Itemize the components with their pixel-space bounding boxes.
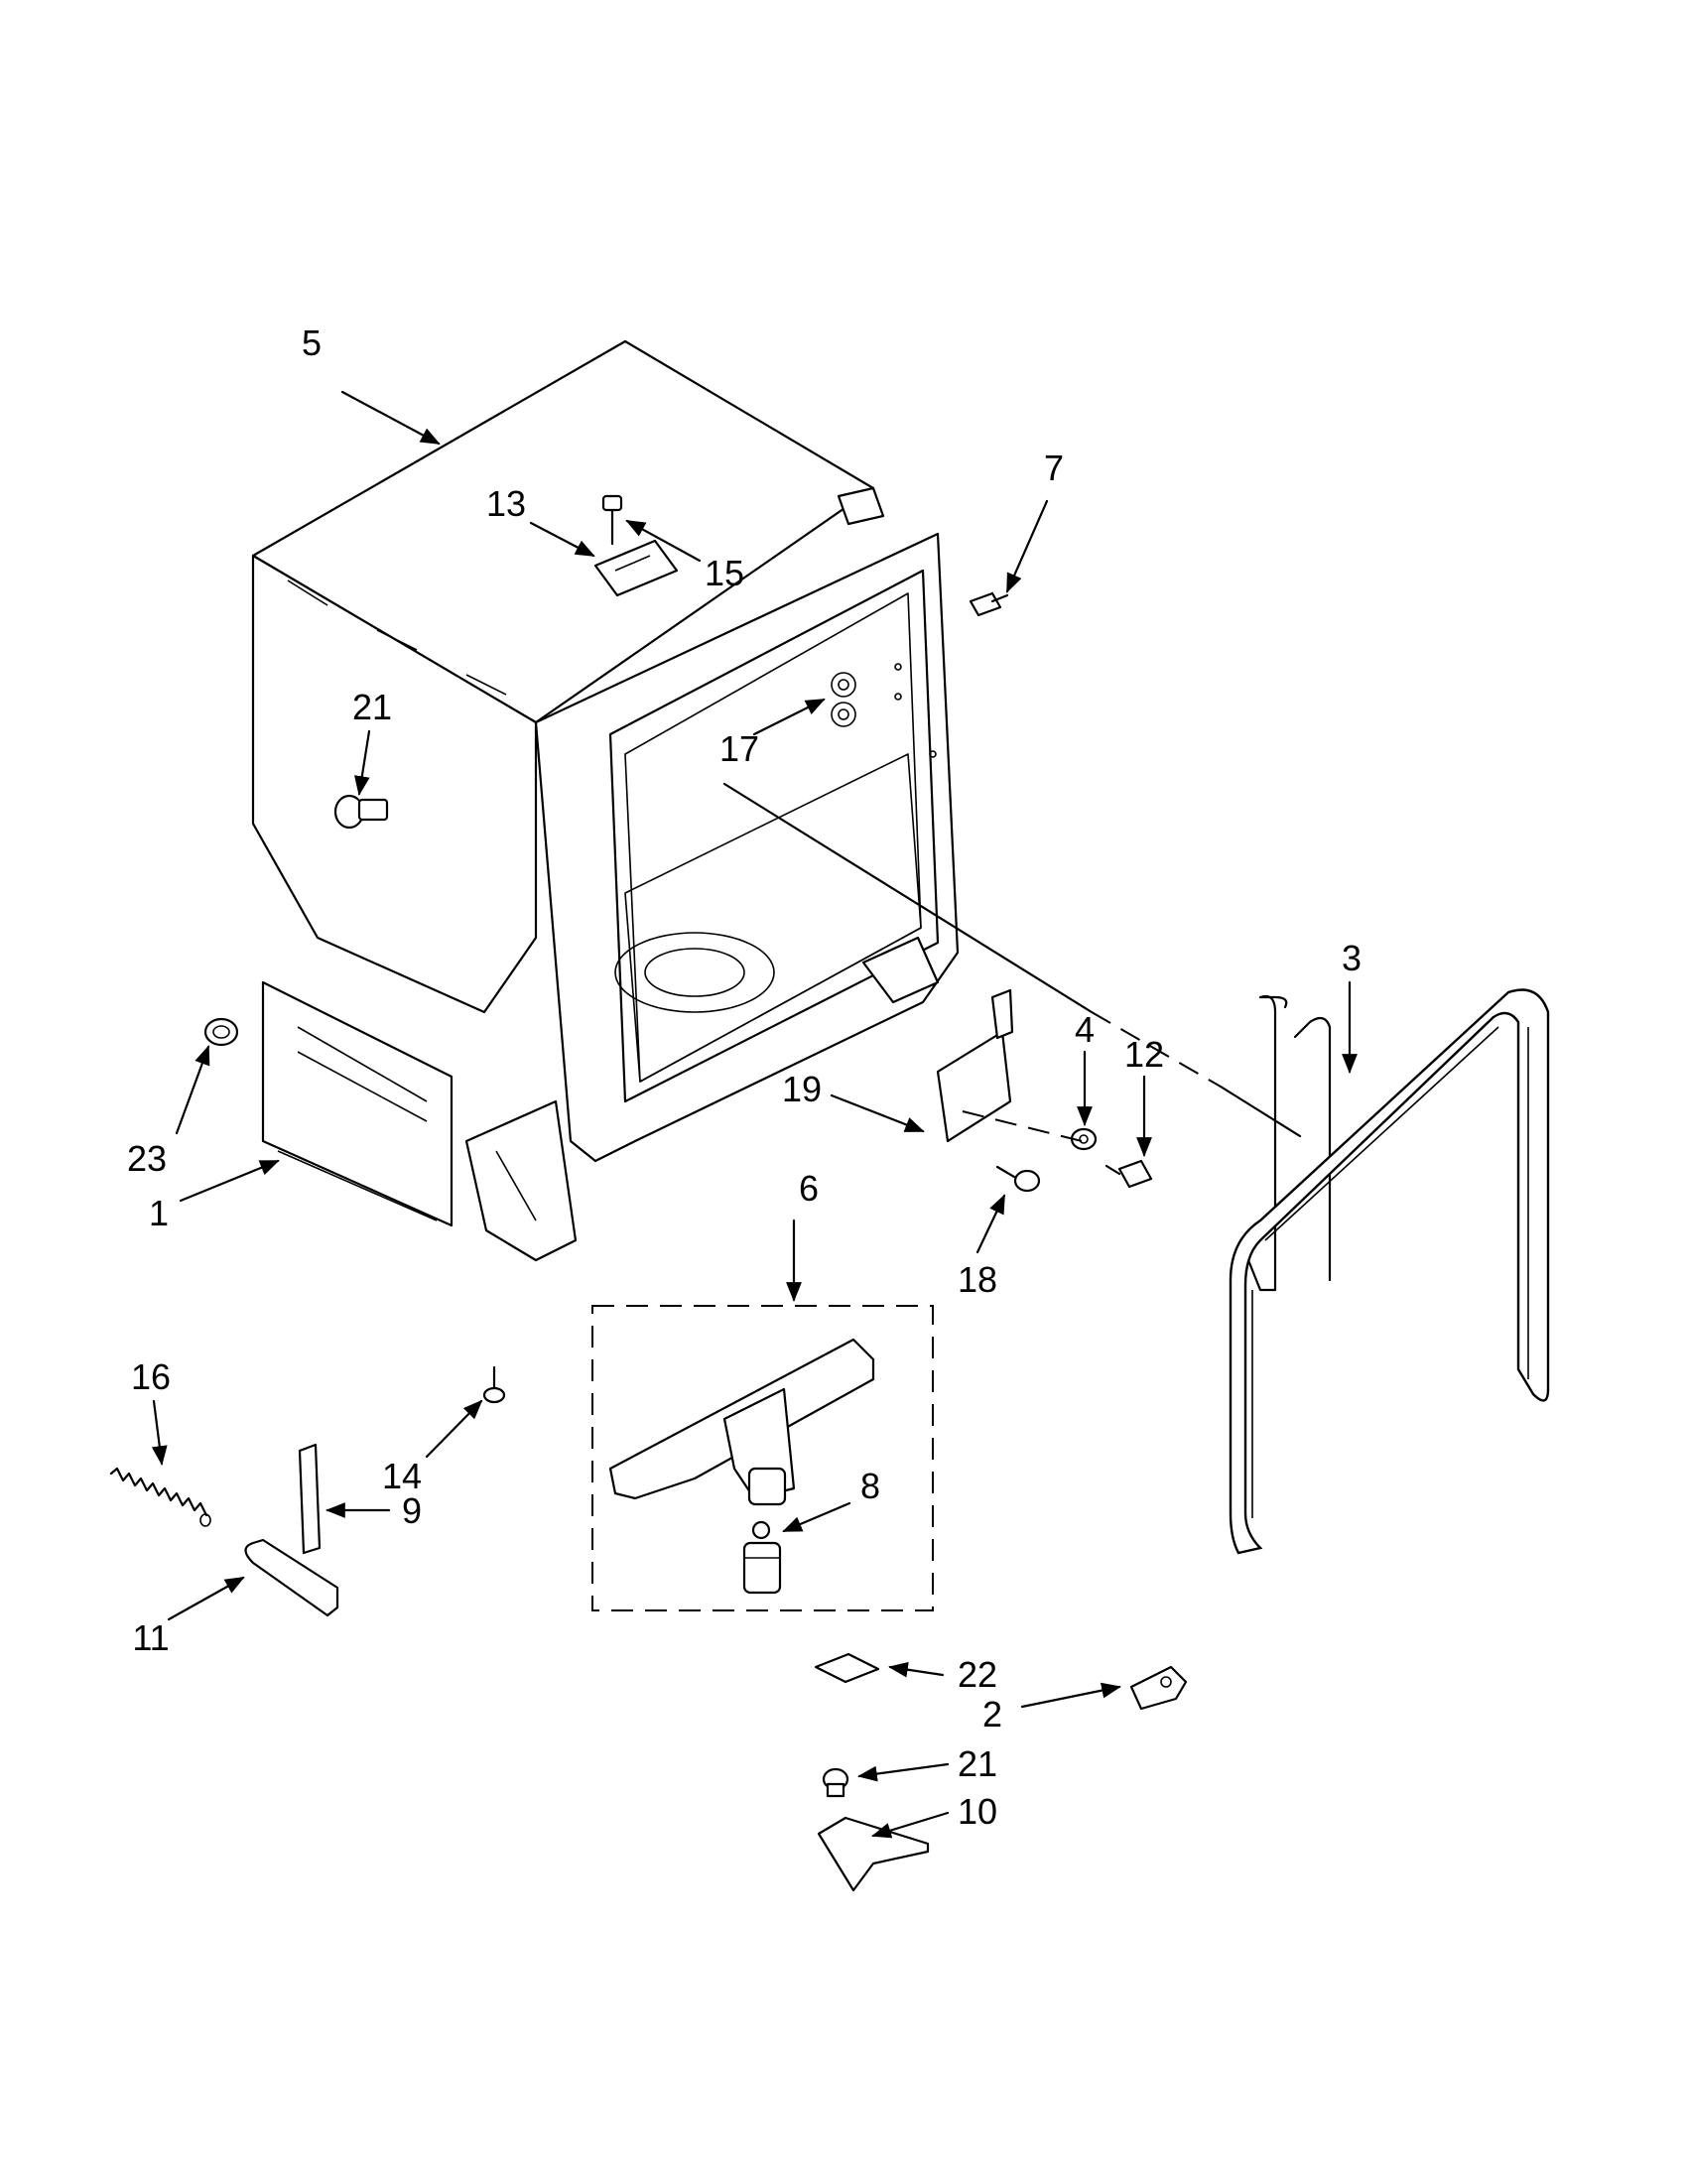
part-11-pad: [244, 1538, 339, 1617]
part-12-screw: [1104, 1159, 1153, 1189]
part-21-lower: [822, 1767, 849, 1798]
part-8-assembly: [742, 1520, 782, 1595]
label-part-3: 3: [1342, 938, 1362, 978]
spray-arm: [608, 1338, 875, 1506]
part-13-plate: [593, 539, 679, 597]
label-part-14: 14: [382, 1456, 422, 1496]
part-10-bracket: [817, 1816, 930, 1892]
label-part-13: 13: [486, 483, 526, 524]
label-part-11: 11: [132, 1617, 169, 1658]
part-18-screw: [995, 1165, 1041, 1193]
label-part-12: 12: [1124, 1034, 1164, 1075]
label-part-9: 9: [402, 1490, 422, 1531]
part-14-pin: [482, 1365, 506, 1404]
label-part-1: 1: [149, 1193, 169, 1233]
part-7-screw: [969, 591, 1009, 617]
part-15-screw: [601, 494, 623, 546]
label-part-21-lower: 21: [958, 1743, 997, 1784]
label-part-19: 19: [782, 1069, 822, 1109]
part-22-clip: [814, 1652, 880, 1684]
leader-arrows: [151, 390, 1358, 1839]
part-3-gasket: [1229, 988, 1550, 1555]
part-6-kit-box: [591, 1305, 934, 1611]
part-2-latch: [1129, 1665, 1188, 1711]
part-19-bracket: [936, 988, 1014, 1143]
label-part-10: 10: [958, 1791, 997, 1832]
label-part-17: 17: [719, 728, 759, 769]
label-part-2: 2: [982, 1694, 1002, 1734]
label-part-5: 5: [302, 322, 322, 363]
part-16-spring: [109, 1467, 211, 1527]
part-23-disc: [203, 1017, 239, 1047]
label-part-21: 21: [352, 687, 392, 727]
label-part-16: 16: [131, 1356, 171, 1397]
label-part-22: 22: [958, 1654, 997, 1695]
label-part-4: 4: [1075, 1009, 1095, 1050]
part-labels: 5 13 15 7 21 17 3 4 12 19 23 1 6 18 16 1…: [127, 322, 1362, 1832]
tub-assembly: [251, 339, 960, 1262]
label-part-23: 23: [127, 1138, 167, 1179]
label-part-8: 8: [860, 1466, 880, 1506]
part-9-strip: [298, 1443, 322, 1555]
label-part-18: 18: [958, 1259, 997, 1300]
label-part-7: 7: [1044, 448, 1064, 488]
label-part-15: 15: [705, 553, 744, 593]
reference-lines: [722, 782, 1302, 1142]
label-part-6: 6: [799, 1168, 819, 1209]
part-21-plug: [333, 794, 389, 830]
